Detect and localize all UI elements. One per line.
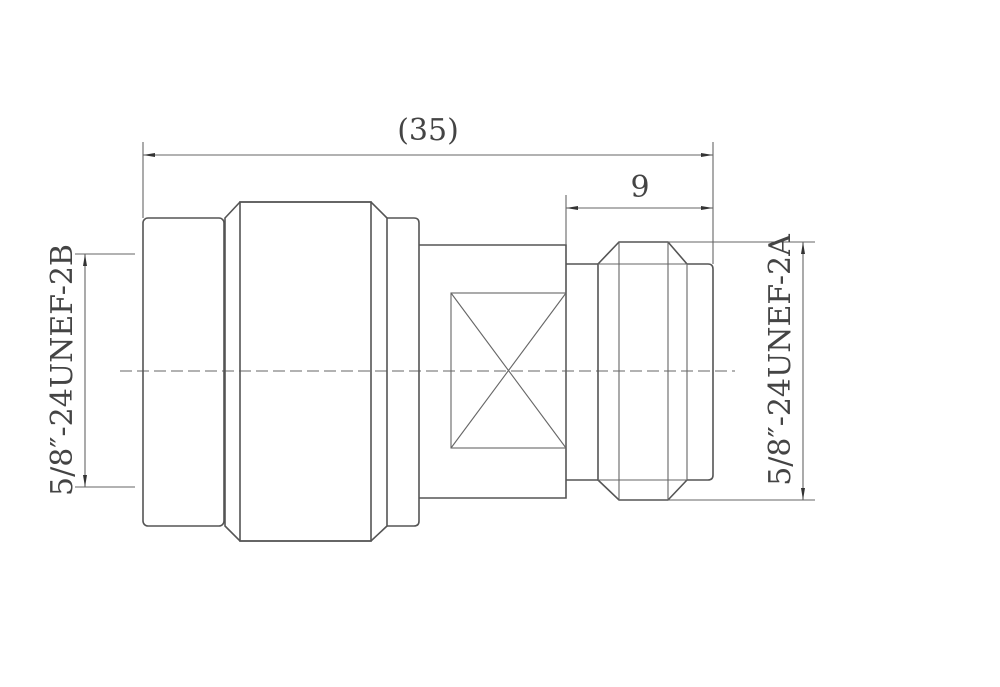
left-thread-label: 5/8″-24UNEF-2B [45,244,80,496]
left-body [142,217,225,527]
overall-length-label: (35) [397,113,459,148]
collar [387,217,420,527]
right-length-label: 9 [630,170,649,205]
right-thread-label: 5/8″-24UNEF-2A [763,234,798,486]
middle-body [419,244,567,499]
right-threaded-end [597,241,714,501]
right-thread-dimension: 5/8″-24UNEF-2A [668,234,815,501]
left-thread-dimension: 5/8″-24UNEF-2B [45,244,135,496]
wrench-flat [450,292,567,449]
dimension-right: 9 [565,170,713,245]
right-step [566,263,598,481]
dimension-overall: (35) [142,113,714,264]
